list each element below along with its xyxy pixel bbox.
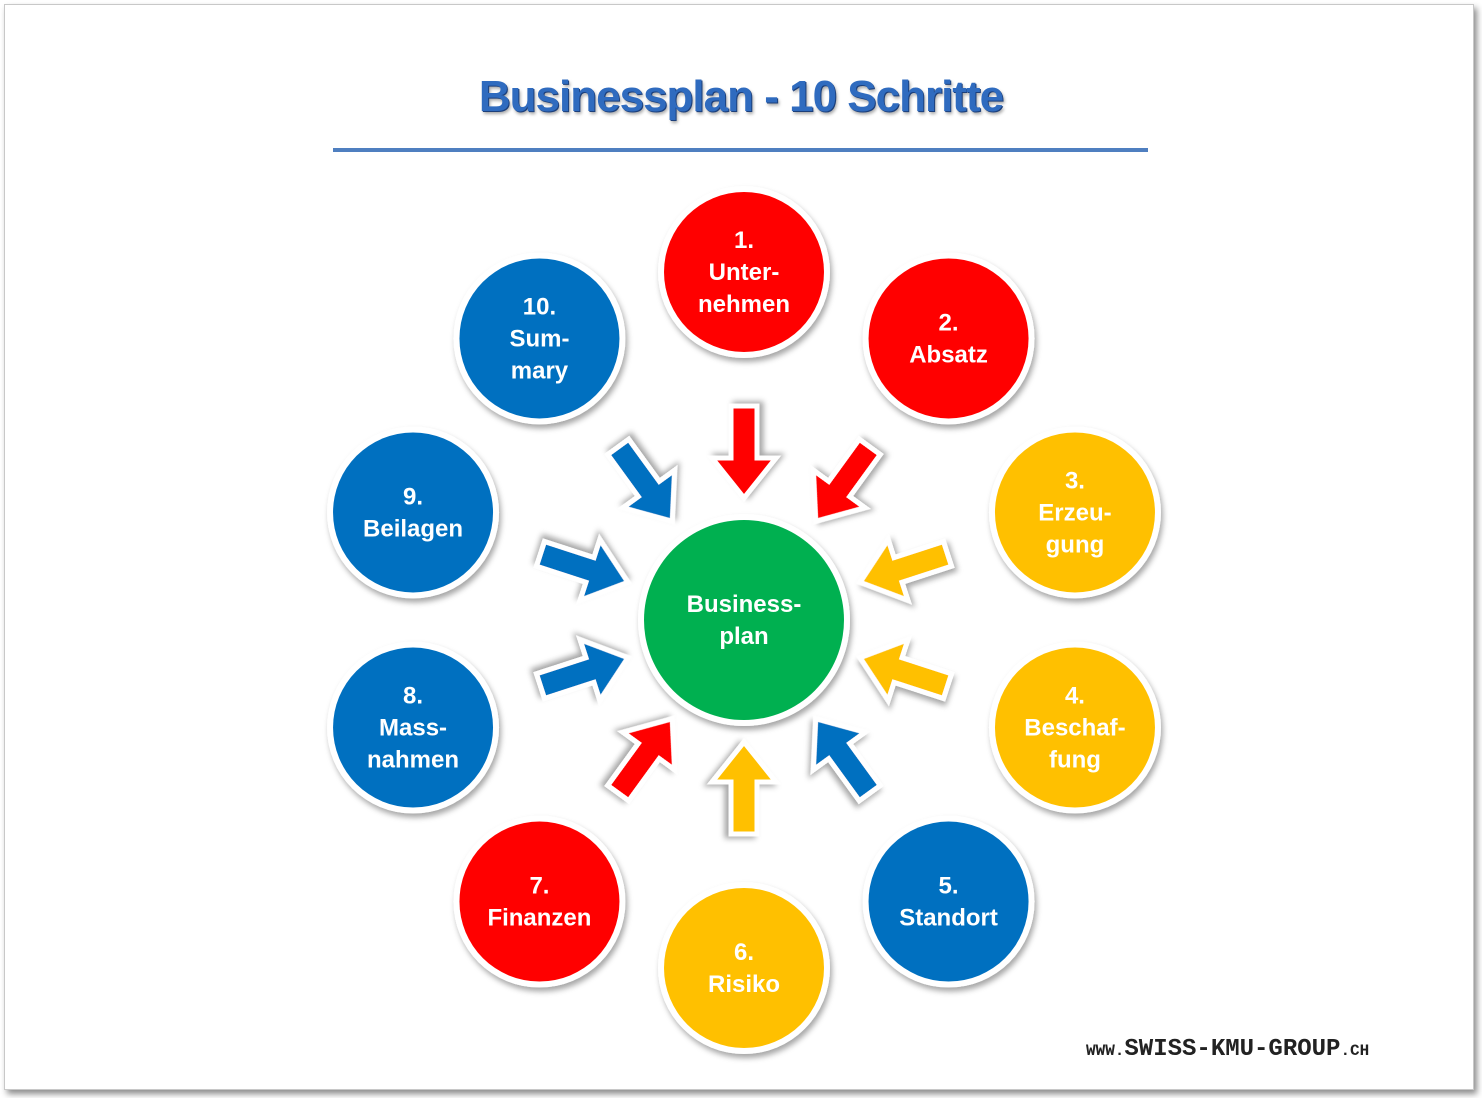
title-underline [333,148,1148,152]
step-node-1-label-line: 1. [734,227,754,254]
step-node-5-label-line: 5. [939,873,959,900]
step-node-3-label-line: 3. [1065,467,1085,494]
step-node-4-label-line: fung [1049,747,1101,774]
arrow-step-10 [604,435,678,525]
center-node-disc [644,520,844,720]
step-node-6: 6. Risiko [658,882,830,1054]
arrows-layer [533,403,955,837]
step-node-8-label-line: 8. [403,683,423,710]
footer-brand: SWISS-KMU-GROUP [1124,1036,1341,1063]
step-node-8: 8. Mass-nahmen [327,641,500,814]
step-node-3-label-line: gung [1046,531,1105,558]
step-node-10-label-line: 10. [523,293,556,320]
step-node-2: 2. Absatz [862,252,1035,425]
step-node-7-label-line: Finanzen [487,905,591,932]
step-node-1-label-line: Unter- [709,259,780,286]
footer-prefix: WWW. [1086,1042,1125,1060]
step-node-1-label-line: nehmen [698,291,790,318]
arrow-step-6 [706,737,782,837]
page-title: Businessplan - 10 Schritte [478,72,1004,121]
arrow-shape [604,715,678,805]
center-node-label-line: plan [719,623,768,650]
website-footer: WWW.SWISS-KMU-GROUP.CH [1086,1036,1369,1063]
step-node-6-label-line: 6. [734,939,754,966]
arrow-shape [810,435,884,525]
arrow-shape [533,533,632,605]
step-node-3: 3. Erzeu-gung [988,426,1161,599]
step-node-10-label-line: mary [511,357,569,384]
arrow-shape [706,403,782,503]
arrow-step-4 [856,635,955,707]
step-node-9: 9. Beilagen [327,426,500,599]
step-node-2-label-line: 2. [939,309,959,336]
step-node-6-disc [664,888,824,1048]
arrow-shape [856,533,955,605]
step-node-3-disc [994,432,1155,593]
step-node-5-disc [868,821,1029,982]
step-node-8-disc [333,647,494,808]
arrow-step-8 [533,635,632,707]
step-node-7-disc [459,821,620,982]
center-node: Business-plan [638,514,850,726]
step-node-2-label-line: Absatz [909,341,988,368]
arrow-step-2 [810,435,884,525]
center-node-label-line: Business- [687,591,802,618]
step-node-4-label-line: Beschaf- [1024,715,1125,742]
step-node-5: 5. Standort [862,815,1035,988]
footer-suffix: .CH [1340,1042,1370,1060]
arrow-shape [856,635,955,707]
arrow-step-7 [604,715,678,805]
step-node-2-disc [868,258,1029,419]
arrow-shape [810,715,884,805]
step-node-4-disc [994,647,1155,808]
step-node-7-label-line: 7. [529,873,549,900]
step-node-1: 1. Unter-nehmen [658,186,830,358]
step-node-8-label-line: Mass- [379,715,447,742]
step-node-9-label-line: 9. [403,483,423,510]
nodes-layer: 1. Unter-nehmen 2. Absatz 3. Erzeu-gung 4. Besc… [327,186,1161,1054]
arrow-shape [706,737,782,837]
arrow-step-3 [856,533,955,605]
arrow-step-1 [706,403,782,503]
step-node-3-label-line: Erzeu- [1038,499,1111,526]
step-node-1-disc [664,192,824,352]
arrow-step-9 [533,533,632,605]
step-node-8-label-line: nahmen [367,747,459,774]
step-node-7: 7. Finanzen [453,815,626,988]
step-node-10-label-line: Sum- [509,325,569,352]
step-node-10: 10. Sum-mary [453,252,626,425]
step-node-4-label-line: 4. [1065,683,1085,710]
arrow-step-5 [810,715,884,805]
step-node-9-label-line: Beilagen [363,515,463,542]
arrow-shape [604,435,678,525]
step-node-9-disc [333,432,494,593]
step-node-4: 4. Beschaf-fung [988,641,1161,814]
step-node-5-label-line: Standort [899,905,998,932]
step-node-6-label-line: Risiko [708,971,780,998]
step-node-10-disc [459,258,620,419]
arrow-shape [533,635,632,707]
